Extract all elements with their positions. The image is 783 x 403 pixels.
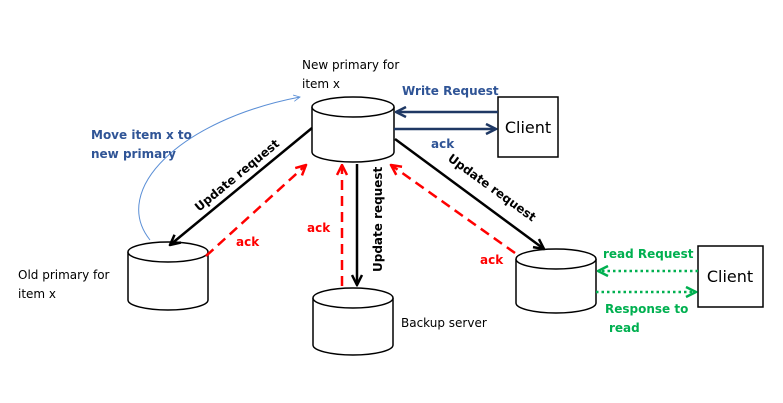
move-item-curve <box>138 97 300 241</box>
old-primary-cylinder <box>127 241 209 311</box>
write-request-label: Write Request <box>402 84 499 98</box>
client-top-label: Client <box>505 118 551 137</box>
ack-right-arrow <box>391 165 516 255</box>
read-replica-cylinder <box>515 248 597 314</box>
update-center-label: Update request <box>371 166 385 272</box>
update-left-arrow <box>170 127 313 245</box>
ack-left-label: ack <box>236 235 260 249</box>
read-request-label: read Request <box>603 247 694 261</box>
ack-right-label: ack <box>480 253 504 267</box>
client-right-box <box>697 245 764 308</box>
backup-server-label: Backup server <box>401 316 487 330</box>
ack-left-arrow <box>205 165 306 257</box>
client-right-label: Client <box>707 267 753 286</box>
client-top-box <box>497 96 559 158</box>
backup-server-cylinder <box>312 287 394 356</box>
update-left-label: Update request <box>192 136 282 214</box>
update-right-arrow <box>394 137 544 249</box>
ack-center-label: ack <box>307 221 331 235</box>
ack-blue-label: ack <box>431 137 455 151</box>
new-primary-cylinder <box>311 96 395 163</box>
